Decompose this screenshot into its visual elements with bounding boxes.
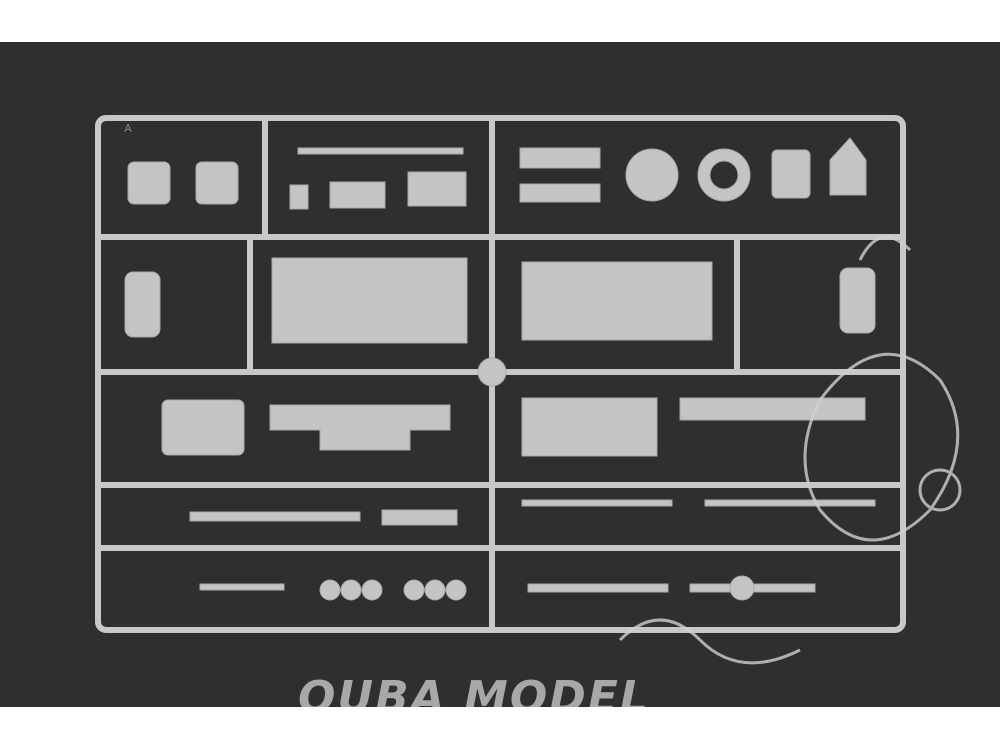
watermark-text: QUBA MODEL	[298, 676, 650, 707]
sprue-label: A	[124, 122, 132, 135]
sprue-parts	[124, 137, 876, 601]
sprue-runners	[95, 115, 906, 633]
watermark-mascot-drawing	[618, 235, 962, 665]
